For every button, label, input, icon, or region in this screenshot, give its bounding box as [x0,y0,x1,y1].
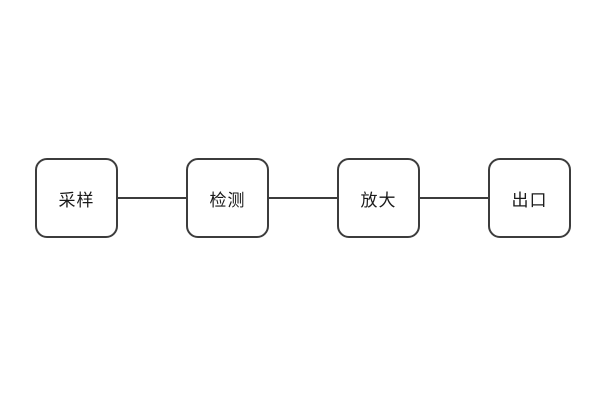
connector-line-3 [420,197,488,199]
flow-node-4: 出口 [488,158,571,238]
flow-node-1-label: 采样 [58,190,95,211]
flow-node-4-label: 出口 [511,190,548,211]
connector-line-1 [118,197,186,199]
flow-node-1: 采样 [35,158,118,238]
connector-line-2 [269,197,337,199]
flow-node-3-label: 放大 [360,190,397,211]
flow-node-3: 放大 [337,158,420,238]
flow-row: 采样 检测 放大 出口 [35,158,571,238]
flow-node-2-label: 检测 [209,190,246,211]
flow-node-2: 检测 [186,158,269,238]
